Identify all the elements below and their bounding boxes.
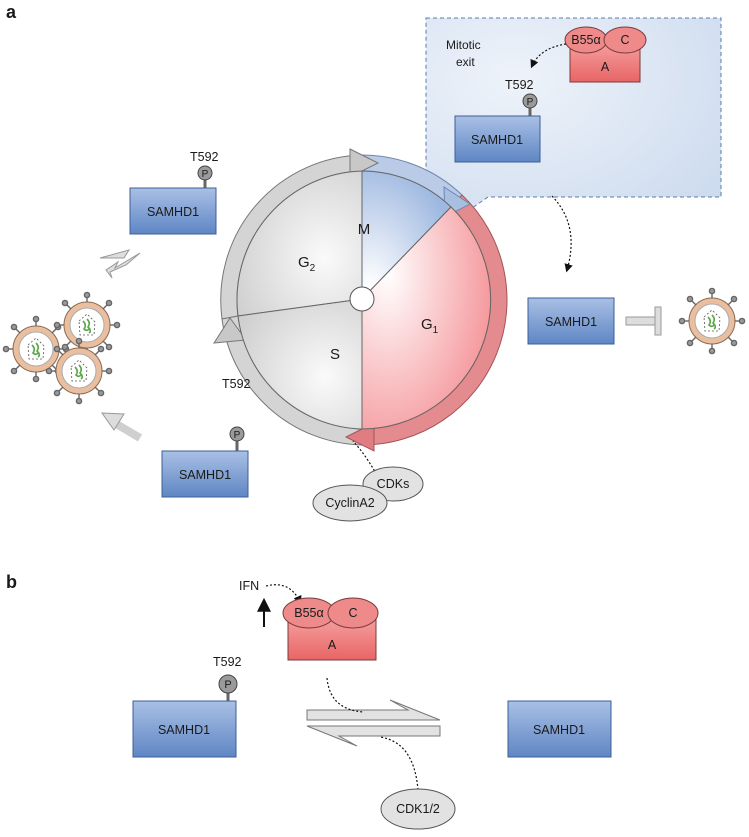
arrow-to-virus-top — [105, 252, 141, 279]
arrowhead-bottom — [101, 412, 125, 431]
ifn-arrow — [265, 584, 302, 605]
samhd1-label: SAMHD1 — [545, 315, 597, 329]
cyclin-label: CyclinA2 — [325, 496, 374, 510]
samhd1-box — [527, 297, 615, 345]
samhd1-phospho-b: T592 P SAMHD1 — [132, 655, 242, 758]
pp2a-complex-b: B55α C A — [282, 597, 379, 661]
samhd1-g1: SAMHD1 — [527, 297, 615, 345]
a-label: A — [328, 638, 337, 652]
samhd1-label: SAMHD1 — [471, 133, 523, 147]
b55-label: B55α — [294, 606, 323, 620]
exit-label: exit — [456, 55, 475, 69]
inhibition-symbol — [625, 306, 662, 336]
c-subunit — [603, 26, 647, 54]
m-sector — [361, 170, 452, 301]
samhd1-box — [132, 700, 237, 758]
p-label: P — [224, 679, 231, 691]
ifn-label: IFN — [239, 579, 259, 593]
samhd1-s: T592 P SAMHD1 — [161, 377, 251, 498]
dephospho-arrow-inset — [530, 43, 567, 69]
pp2a-complex-inset: B55α C A — [564, 26, 647, 83]
p-label: P — [234, 430, 241, 441]
phospho-p — [218, 674, 238, 694]
arrowhead-top — [99, 249, 131, 259]
virus-cluster — [2, 291, 121, 405]
g2-phase-label: G2 — [298, 254, 316, 274]
phospho-p — [522, 93, 538, 109]
samhd1-box — [129, 187, 217, 235]
p-label: P — [202, 169, 209, 180]
pp2a-dotted-line — [326, 677, 365, 713]
mitotic-exit-arrow — [551, 195, 573, 273]
c-label: C — [348, 606, 357, 620]
samhd1-box — [454, 115, 541, 163]
cell-cycle-wheel: M G2 S G1 — [213, 148, 508, 452]
t592-label: T592 — [222, 377, 251, 391]
g1-sector — [361, 206, 492, 430]
panel-b-label: b — [6, 572, 17, 592]
c-label: C — [620, 33, 629, 47]
cyclin-ellipse — [312, 484, 388, 522]
cdk-dotted-line-b — [379, 736, 419, 791]
samhd1-label: SAMHD1 — [533, 723, 585, 737]
forward-arrow — [306, 699, 441, 721]
cdk-complex-b: CDK1/2 — [380, 788, 456, 830]
t592-label: T592 — [213, 655, 242, 669]
samhd1-dephospho-b: SAMHD1 — [507, 700, 612, 758]
p-label: P — [527, 97, 534, 108]
g1-arrowhead — [344, 422, 375, 452]
cdk12-label: CDK1/2 — [396, 802, 440, 816]
s-phase-label: S — [330, 346, 340, 363]
cdk12-ellipse — [380, 788, 456, 830]
s-arrowhead — [213, 317, 247, 344]
samhd1-box — [161, 450, 249, 498]
phospho-p — [197, 165, 213, 181]
phospho-p — [229, 426, 245, 442]
samhd1-label: SAMHD1 — [147, 205, 199, 219]
g2-arrowhead — [349, 148, 380, 178]
samhd1-g2: T592 P SAMHD1 — [129, 150, 219, 235]
g2-sector — [236, 170, 363, 317]
reverse-arrow — [306, 725, 441, 747]
virion-right — [678, 287, 746, 355]
c-subunit — [327, 597, 379, 629]
b55-label: B55α — [571, 33, 600, 47]
g1-phase-label: G1 — [421, 316, 439, 336]
s-sector — [237, 298, 363, 430]
panel-a-label: a — [6, 2, 17, 22]
samhd1-box — [507, 700, 612, 758]
a-label: A — [601, 60, 610, 74]
mitotic-label: Mitotic — [446, 38, 481, 52]
center-circle — [349, 286, 375, 312]
t592-label: T592 — [505, 78, 534, 92]
samhd1-inset: T592 P SAMHD1 — [454, 78, 541, 163]
m-phase-label: M — [358, 221, 371, 238]
cdk-complex-a: CDKs CyclinA2 — [312, 466, 424, 522]
samhd1-label: SAMHD1 — [179, 468, 231, 482]
t592-label: T592 — [190, 150, 219, 164]
samhd1-label: SAMHD1 — [158, 723, 210, 737]
cdks-label: CDKs — [377, 477, 410, 491]
